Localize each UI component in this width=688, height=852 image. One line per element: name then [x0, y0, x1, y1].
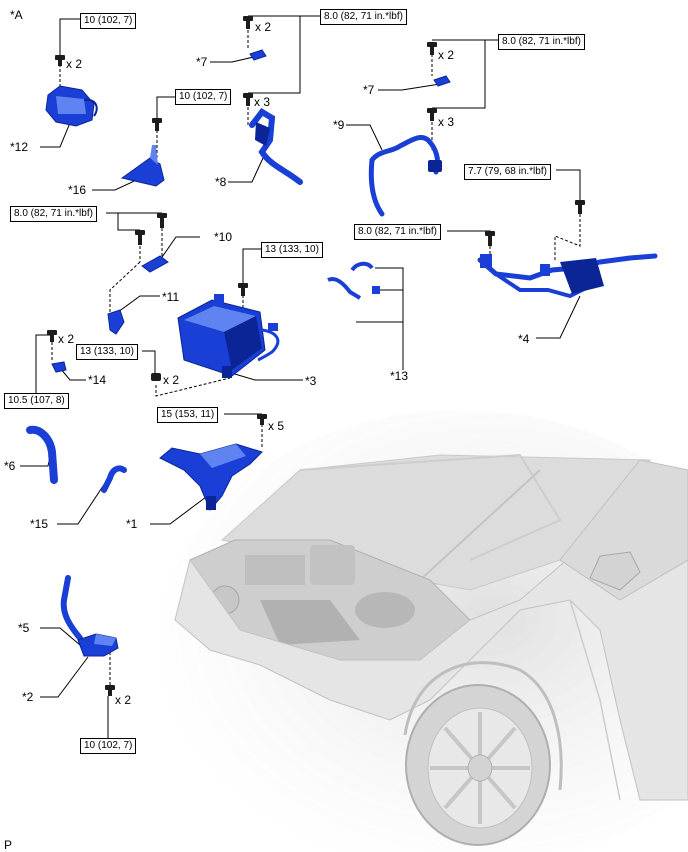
callout-7-upper: *7 [196, 55, 208, 69]
part-6-hose [26, 425, 58, 484]
bolt-quantity: x 3 [438, 115, 455, 129]
bolt-icon [243, 93, 253, 106]
part-15-hose [101, 465, 127, 493]
bolt-icon [427, 108, 437, 121]
bolt-quantity: x 2 [58, 332, 75, 346]
part-4-wire-harness [477, 253, 658, 299]
part-13-hose-clamps [327, 261, 380, 300]
callout-7-right: *7 [363, 83, 375, 97]
callout-1: *1 [126, 517, 138, 531]
callout-16: *16 [68, 183, 87, 197]
torque-spec-box: 13 (133, 10) [76, 344, 138, 360]
bolt-icon [105, 685, 115, 696]
callout-10: *10 [214, 230, 233, 244]
callout-14: *14 [88, 373, 107, 387]
torque-spec-box: 10 (102, 7) [175, 89, 232, 105]
part-8-hose [249, 108, 303, 185]
bolt-icon [243, 16, 253, 29]
vehicle-illustration [160, 410, 688, 852]
bolt-icon [427, 42, 437, 55]
bolt-fasteners [47, 16, 585, 696]
bolt-icon [152, 118, 162, 131]
part-2-bracket [77, 633, 119, 657]
part-7-clip-right [433, 75, 451, 87]
torque-spec-box: 8.0 (82, 71 in.*lbf) [498, 34, 585, 50]
bolt-quantity: x 2 [115, 693, 132, 707]
nut-icon [151, 373, 161, 381]
bolt-icon [257, 414, 267, 425]
part-9-hose [368, 135, 442, 217]
callout-9: *9 [333, 118, 345, 132]
part-3-inverter-assembly [177, 294, 280, 378]
part-16-bracket [120, 145, 165, 187]
bolt-icon [55, 55, 65, 66]
torque-spec-box: 8.0 (82, 71 in.*lbf) [10, 206, 97, 222]
corner-mark: P [4, 838, 13, 852]
part-1-mounting-bracket [159, 443, 263, 511]
bolt-quantity: x 2 [255, 20, 272, 34]
bolt-icon [575, 200, 585, 214]
callout-2: *2 [22, 690, 34, 704]
torque-spec-box: 13 (133, 10) [261, 242, 323, 258]
callout-13: *13 [390, 369, 409, 383]
part-14-clip [51, 361, 67, 373]
bolt-icon [135, 230, 145, 245]
torque-spec-box: 15 (153, 11) [157, 407, 219, 423]
callout-6: *6 [4, 459, 16, 473]
callout-8: *8 [215, 175, 227, 189]
installation-dashed-lines [51, 30, 581, 690]
callout-4: *4 [518, 332, 530, 346]
bolt-icon [485, 231, 495, 246]
torque-spec-box: 7.7 (79, 68 in.*lbf) [464, 164, 551, 180]
torque-spec-box: 10 (102, 7) [80, 738, 137, 754]
torque-spec-box: 10.5 (107, 8) [4, 393, 69, 409]
callout-11: *11 [162, 290, 180, 304]
bolt-quantity: x 5 [268, 419, 285, 433]
bolt-quantity: x 2 [66, 57, 83, 71]
callout-3: *3 [305, 374, 317, 388]
bolt-quantity: x 2 [438, 48, 455, 62]
bolt-icon [157, 213, 167, 228]
part-10-bracket [141, 255, 169, 273]
part-7-clip [249, 49, 267, 61]
callout-12: *12 [10, 140, 29, 154]
part-11-sensor [107, 309, 125, 335]
callout-5: *5 [18, 621, 30, 635]
bolt-icon [47, 330, 57, 342]
leader-lines [20, 15, 581, 738]
part-12-bracket-assembly [45, 85, 98, 127]
callout-15: *15 [30, 517, 49, 531]
bolt-quantity: x 2 [163, 373, 180, 387]
bolt-icon [238, 283, 248, 296]
part-5-hose [60, 575, 83, 641]
torque-spec-box: 8.0 (82, 71 in.*lbf) [354, 224, 441, 240]
bolt-quantity: x 3 [254, 95, 271, 109]
figure-label: *A [10, 8, 23, 22]
torque-spec-box: 8.0 (82, 71 in.*lbf) [320, 9, 407, 25]
torque-spec-box: 10 (102, 7) [80, 13, 137, 29]
